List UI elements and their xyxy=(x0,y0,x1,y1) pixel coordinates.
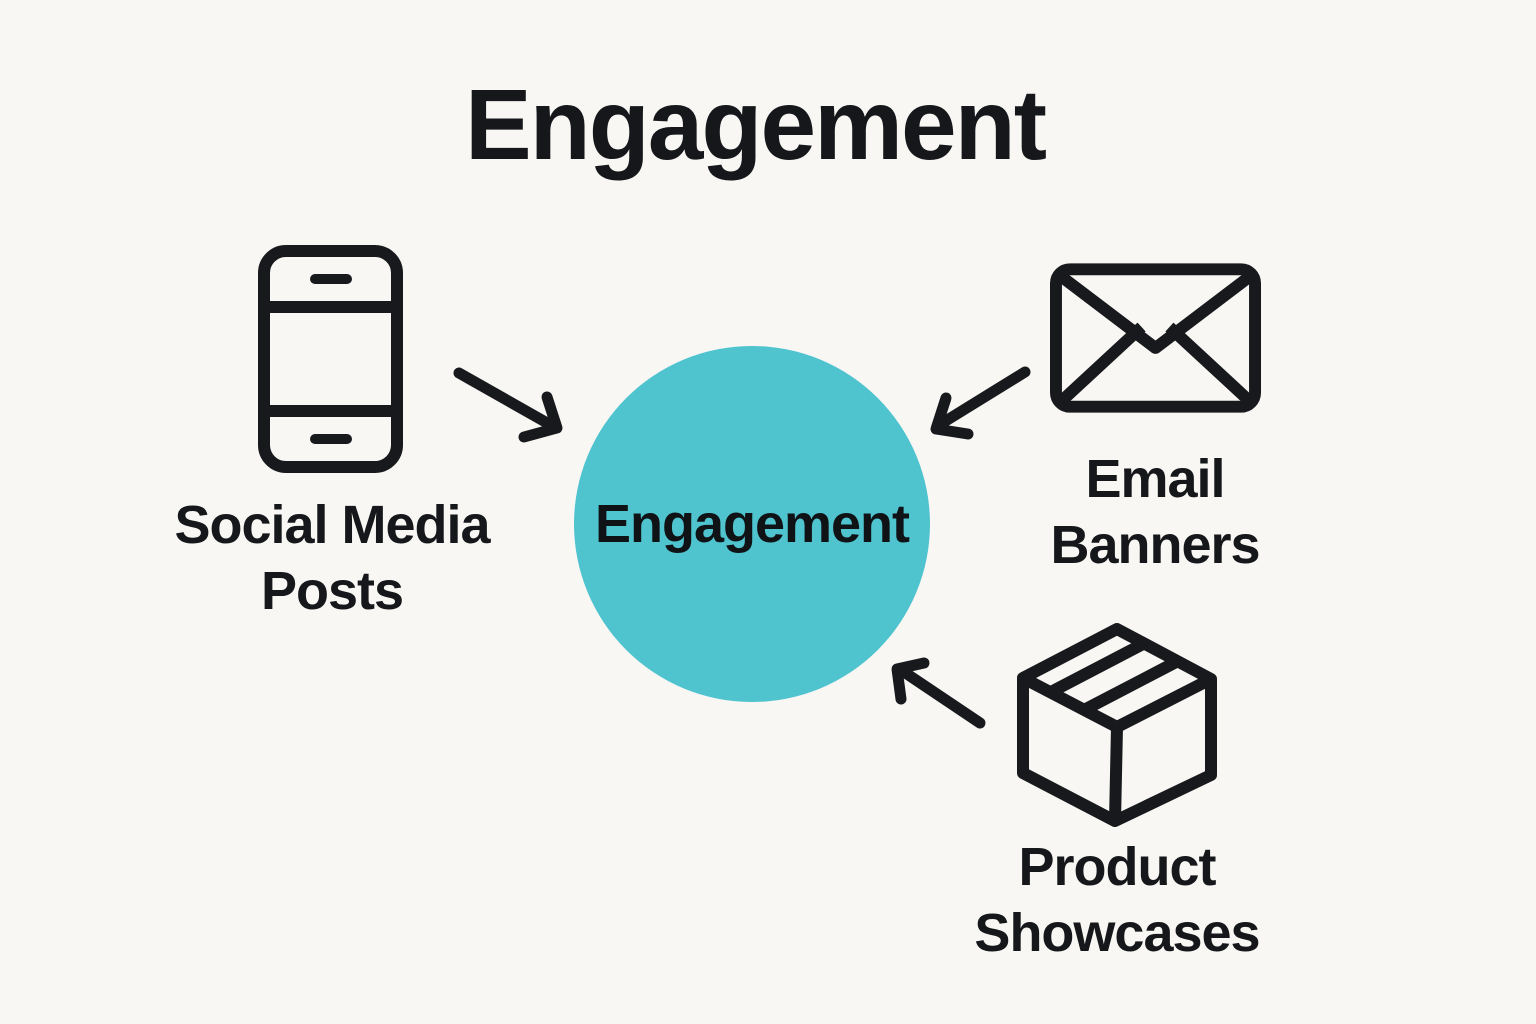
label-email-banners: Email Banners xyxy=(905,446,1405,578)
engagement-circle: Engagement xyxy=(574,346,930,702)
page-title: Engagement xyxy=(464,69,1047,181)
arrow-social-to-center xyxy=(453,367,563,443)
arrow-product-to-center xyxy=(891,657,986,729)
smartphone-icon xyxy=(258,245,403,473)
label-line: Product xyxy=(1018,837,1216,897)
arrow-email-to-center xyxy=(930,366,1031,440)
engagement-circle-label: Engagement xyxy=(594,494,910,554)
label-line: Social Media xyxy=(174,495,490,555)
label-line: Banners xyxy=(1050,515,1260,575)
label-line: Email xyxy=(1085,449,1225,509)
envelope-icon xyxy=(1050,263,1261,413)
label-product-showcases: Product Showcases xyxy=(867,834,1367,966)
label-line: Posts xyxy=(260,561,404,621)
label-line: Showcases xyxy=(974,903,1260,963)
label-social-media-posts: Social Media Posts xyxy=(82,492,582,624)
package-box-icon xyxy=(1015,621,1219,827)
